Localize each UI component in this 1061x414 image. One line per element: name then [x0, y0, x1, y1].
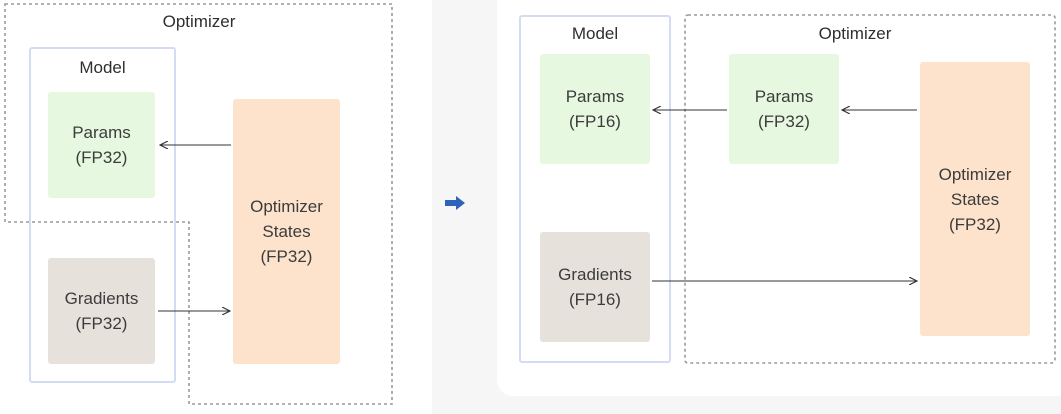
left-gradients-box: Gradients (FP32): [48, 258, 155, 364]
left-params-name: Params: [72, 123, 131, 142]
right-model-params-precision: (FP16): [569, 112, 621, 131]
right-gradients-precision: (FP16): [569, 290, 621, 309]
right-optimizer-label: Optimizer: [818, 24, 892, 43]
right-model-params-box: Params (FP16): [540, 54, 650, 164]
right-optimizer-params-name: Params: [754, 87, 814, 106]
left-gradients-name: Gradients: [64, 289, 139, 308]
right-gradients-box: Gradients (FP16): [540, 232, 650, 342]
right-optimizer-states-line2: States: [950, 189, 1000, 209]
left-gradients-precision: (FP32): [75, 314, 128, 333]
right-optimizer-params-box: Params (FP32): [729, 54, 839, 164]
right-model-label: Model: [571, 24, 619, 43]
left-optimizer-label: Optimizer: [162, 12, 236, 31]
right-gradients-name: Gradients: [558, 265, 632, 284]
left-params-box: Params (FP32): [48, 92, 155, 198]
left-optimizer-states-line2: States: [262, 222, 311, 241]
right-model-params-name: Params: [565, 87, 625, 106]
left-model-frame: [29, 47, 176, 383]
right-model-frame: [519, 15, 671, 363]
right-optimizer-params-precision: (FP32): [758, 112, 810, 131]
left-params-precision: (FP32): [75, 148, 128, 167]
left-optimizer-dashed-region: [4, 3, 393, 405]
left-optimizer-states-precision: (FP32): [260, 247, 313, 266]
right-optimizer-dashed-region: [684, 14, 1056, 364]
right-arrow-icon: [445, 196, 465, 210]
right-optimizer-states-box: Optimizer States (FP32): [920, 62, 1030, 336]
left-optimizer-states-box: Optimizer States (FP32): [233, 99, 340, 364]
left-optimizer-states-line1: Optimizer: [250, 197, 323, 216]
right-optimizer-states-line1: Optimizer: [938, 164, 1012, 184]
right-optimizer-states-precision: (FP32): [949, 214, 1001, 234]
left-model-label: Model: [79, 58, 126, 77]
